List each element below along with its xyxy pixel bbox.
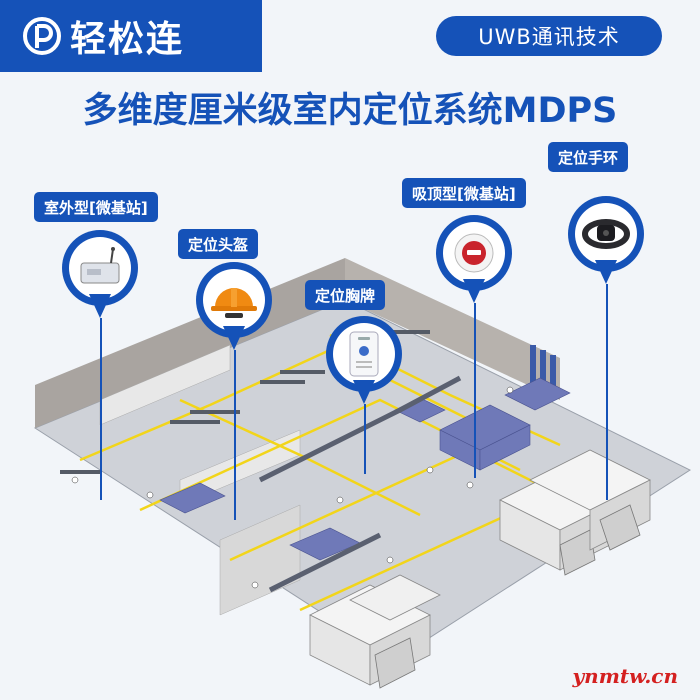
wristband-icon xyxy=(582,219,630,249)
brand-name: 轻松连 xyxy=(70,19,185,60)
label-outdoor-station: 室外型[微基站] xyxy=(34,192,158,222)
stem-outdoor-station xyxy=(100,318,102,500)
label-badge-card: 定位胸牌 xyxy=(305,280,386,310)
label-helmet: 定位头盔 xyxy=(178,229,259,259)
brand-logo: 轻松连 xyxy=(0,0,262,72)
stem-wristband xyxy=(606,284,608,500)
page-title: 多维度厘米级室内定位系统MDPS xyxy=(82,91,618,131)
ceiling-station-icon xyxy=(454,233,494,273)
stem-helmet xyxy=(234,350,236,520)
stem-ceiling-station xyxy=(474,303,476,478)
pin-wristband xyxy=(568,196,644,288)
logo-mark-icon xyxy=(23,17,61,55)
pin-helmet xyxy=(196,262,272,354)
pin-badge-card xyxy=(326,316,402,408)
pin-outdoor-station xyxy=(62,230,138,322)
helmet-icon xyxy=(211,288,257,318)
label-ceiling-station: 吸顶型[微基站] xyxy=(402,178,526,208)
watermark: ynmtw.cn xyxy=(572,664,678,688)
label-wristband: 定位手环 xyxy=(548,142,629,172)
tech-badge: UWB通讯技术 xyxy=(436,16,662,56)
base-station-icon xyxy=(80,247,120,284)
stem-badge-card xyxy=(364,404,366,474)
pin-ceiling-station xyxy=(436,215,512,307)
badge-card-icon xyxy=(349,331,379,377)
